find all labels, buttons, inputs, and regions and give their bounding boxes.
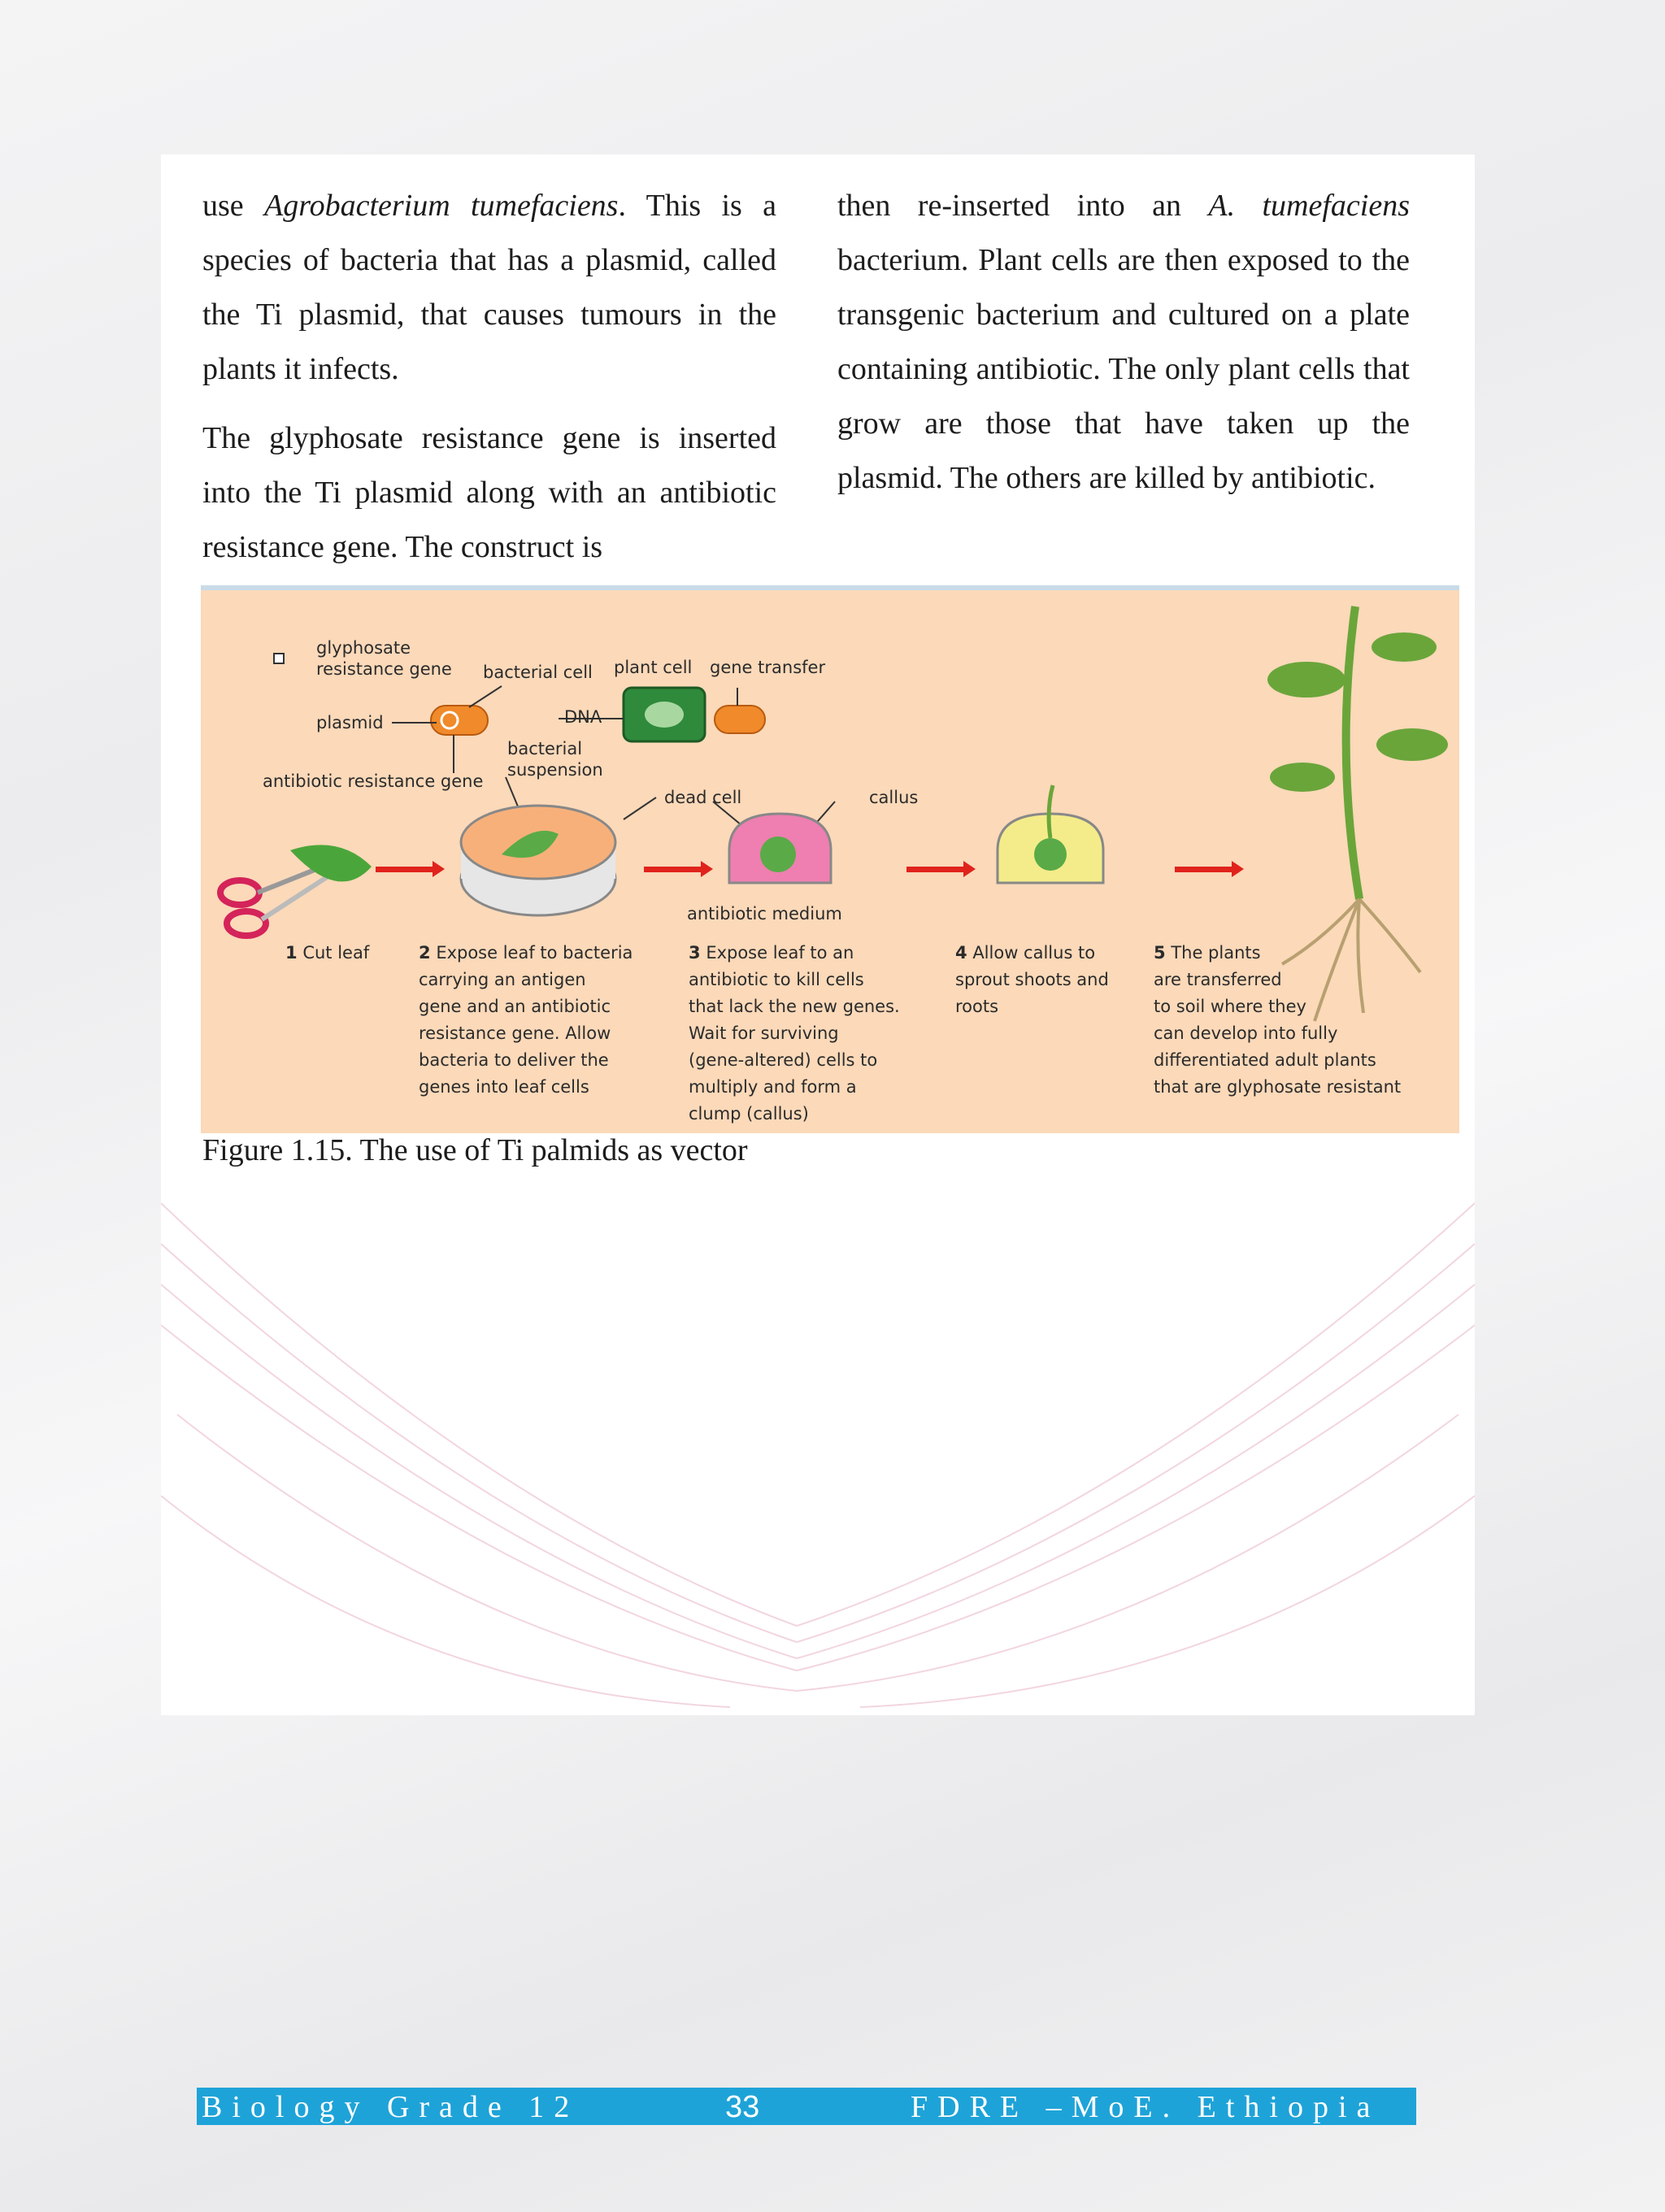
label-plasmid: plasmid <box>316 713 384 732</box>
footer-publisher: FDRE –MoE. Ethiopia <box>911 2090 1380 2124</box>
label-gene-transfer: gene transfer <box>710 658 826 677</box>
text-column-right: then re-inserted into an A. tumefaciens … <box>837 179 1410 520</box>
plant-icon <box>1267 606 1448 1022</box>
label-dna: DNA <box>564 707 602 727</box>
label-dead-cell: dead cell <box>664 788 742 807</box>
step-3: 3 Expose leaf to an antibiotic to kill c… <box>689 943 900 1123</box>
step-1: 1 Cut leaf <box>285 943 370 963</box>
label-bacterial-cell: bacterial cell <box>483 663 593 682</box>
label-glyphosate-gene: glyphosate resistance gene <box>316 638 452 679</box>
step-2: 2 Expose leaf to bacteria carrying an an… <box>419 943 633 1097</box>
arrow-icon <box>376 861 1244 877</box>
label-antibiotic-gene: antibiotic resistance gene <box>263 771 484 791</box>
page-footer: Biology Grade 12 33 FDRE –MoE. Ethiopia <box>197 2088 1416 2125</box>
text-column-left: use Agrobacterium tumefaciens. This is a… <box>202 179 776 589</box>
figure-illustration <box>217 606 1448 1022</box>
label-plant-cell: plant cell <box>614 658 693 677</box>
label-bacterial-suspension: bacterial suspension <box>507 739 603 780</box>
figure-ti-plasmid: glyphosate resistance gene bacterial cel… <box>201 585 1459 1133</box>
paragraph: then re-inserted into an A. tumefaciens … <box>837 189 1411 495</box>
leaf-icon <box>290 845 372 882</box>
page-number: 33 <box>725 2090 760 2124</box>
label-callus: callus <box>869 788 919 807</box>
footer-book-title: Biology Grade 12 <box>202 2090 580 2124</box>
step-5: 5 The plants are transferred to soil whe… <box>1154 943 1402 1097</box>
paragraph: The glyphosate resistance gene is insert… <box>202 421 776 564</box>
label-antibiotic-medium: antibiotic medium <box>687 904 842 923</box>
guilloche-watermark <box>161 1202 1475 1708</box>
paragraph: use Agrobacterium tumefaciens. This is a… <box>202 189 777 386</box>
step-4: 4 Allow callus to sprout shoots and root… <box>955 943 1109 1016</box>
figure-caption: Figure 1.15. The use of Ti palmids as ve… <box>202 1133 748 1167</box>
